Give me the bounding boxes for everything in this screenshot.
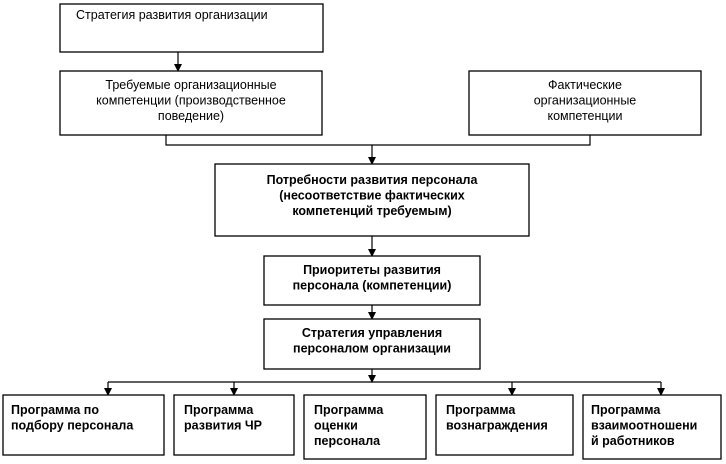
- node-label-line: Программа: [591, 403, 661, 417]
- node-box: [303, 394, 427, 460]
- node-label-line: компетенций требуемым): [292, 204, 451, 218]
- node-label-line: развития ЧР: [184, 419, 262, 433]
- node-label-line: Фактические: [548, 78, 622, 92]
- node-box: [263, 318, 481, 370]
- node-label-line: оценки: [314, 419, 358, 433]
- node-label-line: Программа: [184, 403, 254, 417]
- node-hr-strategy: Стратегия управления персоналом организац…: [263, 318, 481, 370]
- node-box: [173, 394, 295, 456]
- node-box: [214, 163, 530, 237]
- node-label-line: Стратегия управления: [302, 326, 442, 340]
- node-label-line: Приоритеты развития: [303, 263, 441, 277]
- node-label-line: Программа: [314, 403, 384, 417]
- node-label-line: компетенции: [547, 109, 622, 123]
- node-org-strategy: Стратегия развития организации: [59, 3, 324, 53]
- node-label-line: персонала (компетенции): [293, 279, 452, 293]
- node-program-rewards: Программа вознаграждения: [435, 394, 574, 456]
- node-label-line: компетенции (производственное: [96, 94, 286, 108]
- node-box: [263, 255, 481, 306]
- node-label-line: й работников: [591, 434, 675, 448]
- node-box: [468, 70, 702, 136]
- node-label-line: поведение): [158, 109, 224, 123]
- node-label-line: Стратегия развития организации: [76, 8, 268, 22]
- node-box: [2, 394, 165, 456]
- edge-required-actual-merge: [165, 135, 591, 146]
- node-label-line: взаимоотношени: [591, 419, 697, 433]
- node-label-line: персоналом организации: [293, 342, 451, 356]
- node-label-line: организационные: [534, 94, 637, 108]
- node-box: [59, 70, 323, 136]
- edges: [104, 52, 665, 396]
- node-label-line: подбору персонала: [11, 419, 134, 433]
- nodes: Стратегия развития организации Требуемые…: [2, 3, 722, 460]
- node-program-development: Программа развития ЧР: [173, 394, 295, 456]
- node-label-line: Требуемые организационные: [105, 78, 276, 92]
- node-box: [582, 394, 722, 460]
- node-box: [435, 394, 574, 456]
- node-label-line: Программа по: [11, 403, 99, 417]
- node-label-line: вознаграждения: [446, 419, 548, 433]
- node-program-selection: Программа по подбору персонала: [2, 394, 165, 456]
- node-required-competencies: Требуемые организационные компетенции (пр…: [59, 70, 323, 136]
- node-label-line: персонала: [314, 434, 381, 448]
- node-box: [59, 3, 324, 53]
- node-label-line: Потребности развития персонала: [267, 173, 479, 187]
- node-label-line: Программа: [446, 403, 516, 417]
- node-development-priorities: Приоритеты развития персонала (компетенци…: [263, 255, 481, 306]
- node-development-needs: Потребности развития персонала (несоответ…: [214, 163, 530, 237]
- node-label-line: (несоответствие фактических: [279, 189, 465, 203]
